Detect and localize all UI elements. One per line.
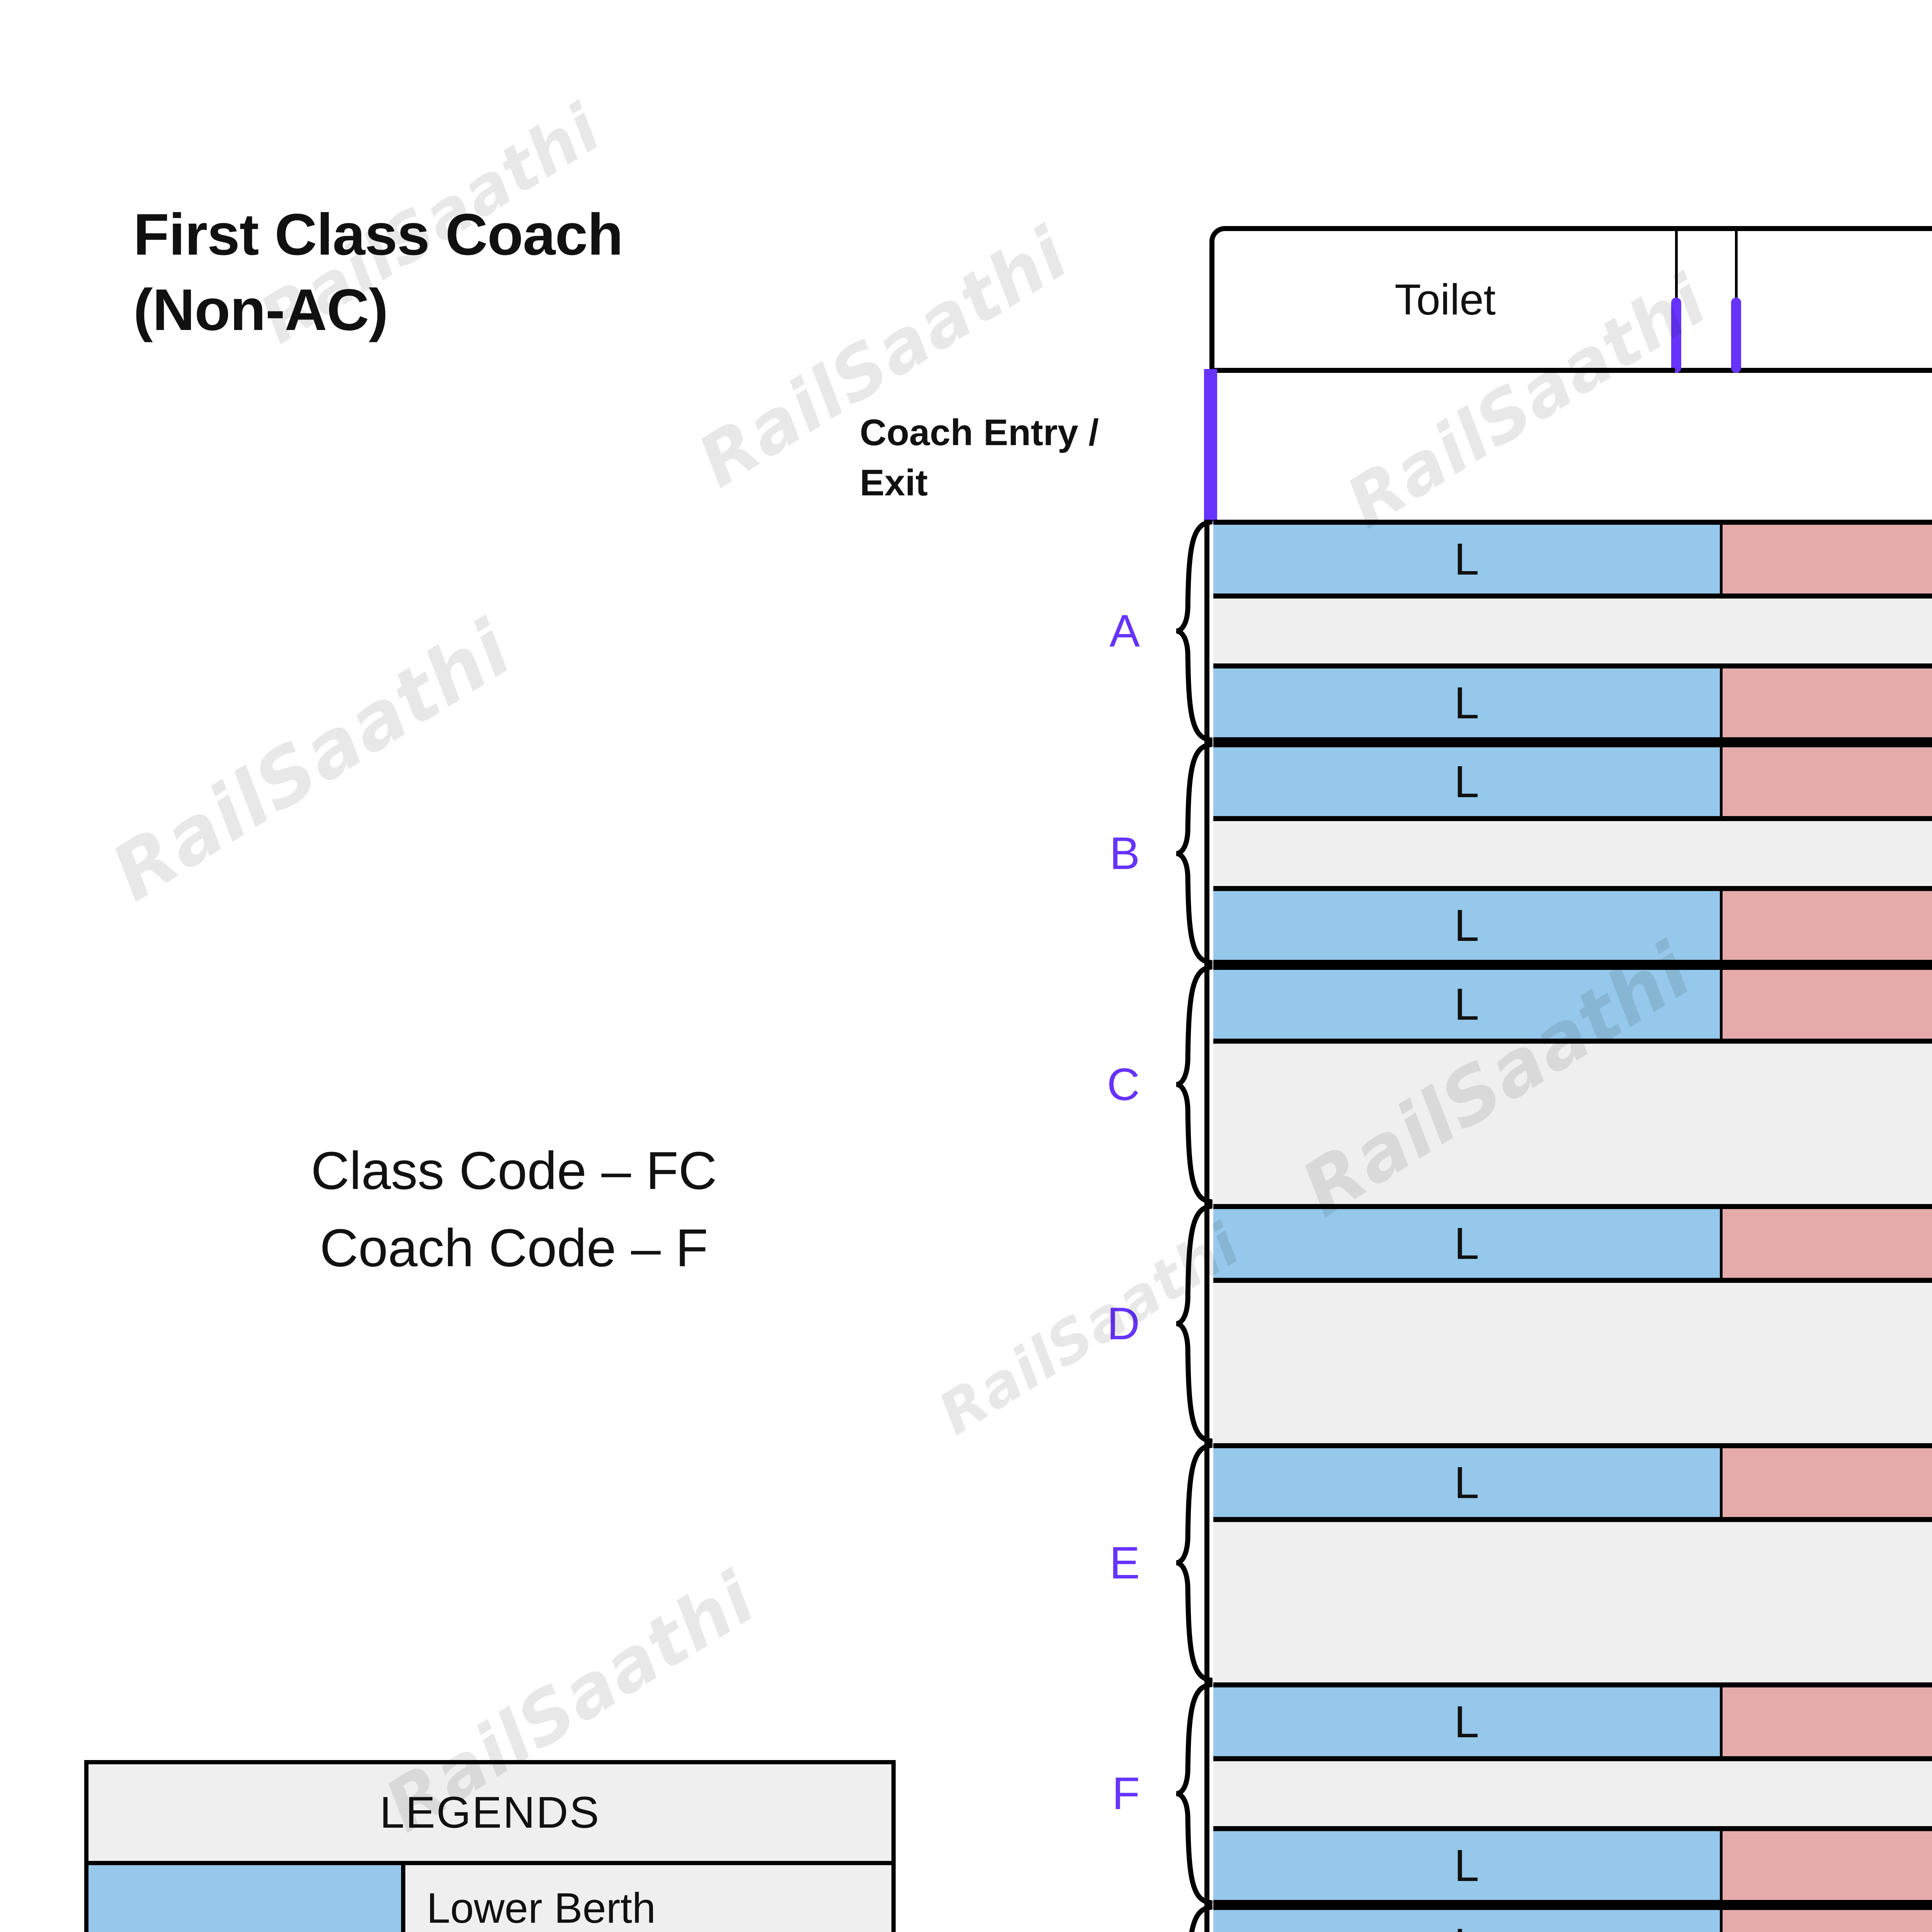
berth-row: LU xyxy=(1213,520,1932,599)
toilet-door-top-left[interactable] xyxy=(1671,298,1681,373)
lower-berth-cell[interactable]: L xyxy=(1213,525,1723,594)
cabin-brace xyxy=(1155,519,1214,743)
cabin-gap xyxy=(1213,1044,1932,1204)
berth-row: LU xyxy=(1213,1826,1932,1905)
berth-row: LU xyxy=(1213,1682,1932,1761)
cabin-gap xyxy=(1213,821,1932,886)
cabin-label-E: E xyxy=(1109,1537,1140,1588)
upper-berth-cell[interactable]: U xyxy=(1723,1448,1932,1517)
toilet-partition-top-right xyxy=(1735,230,1738,307)
lower-berth-cell[interactable]: L xyxy=(1213,1448,1723,1517)
upper-berth-cell[interactable]: U xyxy=(1723,1910,1932,1932)
legends-heading: LEGENDS xyxy=(88,1764,891,1865)
toilet-label-top-right: Toilet xyxy=(1739,232,1932,367)
upper-berth-cell[interactable]: U xyxy=(1723,1831,1932,1900)
upper-berth-cell[interactable]: U xyxy=(1723,1209,1932,1278)
lower-berth-cell[interactable]: L xyxy=(1213,1910,1723,1932)
berth-row: LU xyxy=(1213,1443,1932,1522)
lower-berth-cell[interactable]: L xyxy=(1213,668,1723,737)
cabin-label-A: A xyxy=(1109,605,1140,656)
legend-row-lower-berth: Lower Berth xyxy=(88,1865,891,1932)
upper-berth-cell[interactable]: U xyxy=(1723,891,1932,960)
upper-berth-cell[interactable]: U xyxy=(1723,525,1932,594)
cabin-label-C: C xyxy=(1107,1059,1140,1110)
lower-berth-cell[interactable]: L xyxy=(1213,970,1723,1039)
berth-row: LU xyxy=(1213,663,1932,742)
cabin-gap xyxy=(1213,1522,1932,1682)
cabin-gap xyxy=(1213,1283,1932,1443)
lower-berth-cell[interactable]: L xyxy=(1213,1831,1723,1900)
coach-code-text: Coach Code – F xyxy=(320,1218,708,1278)
page-title-line1: First Class Coach xyxy=(133,202,623,267)
page-title-line2: (Non-AC) xyxy=(133,277,388,343)
lower-berth-swatch xyxy=(88,1865,405,1932)
cabin-brace xyxy=(1155,964,1214,1204)
toilet-partition-top-left xyxy=(1675,230,1678,307)
coach-entry-exit-label-top-left: Coach Entry / Exit xyxy=(860,412,1099,503)
cabin-label-D: D xyxy=(1107,1298,1140,1349)
cabin-brace xyxy=(1155,1682,1214,1905)
cabin-gap xyxy=(1213,599,1932,663)
upper-berth-cell[interactable]: U xyxy=(1723,668,1932,737)
top-vestibule-top-edge-left xyxy=(1209,368,1675,373)
legends-box: LEGENDS Lower Berth Upper Berth Door xyxy=(84,1760,896,1932)
berth-row: LU xyxy=(1213,965,1932,1044)
cabin-brace xyxy=(1155,1905,1214,1932)
class-code-text: Class Code – FC xyxy=(311,1141,717,1201)
legend-label: Lower Berth xyxy=(427,1884,656,1932)
cabin-gap xyxy=(1213,1761,1932,1826)
lower-berth-cell[interactable]: L xyxy=(1213,1209,1723,1278)
berth-row: LU xyxy=(1213,742,1932,821)
top-vestibule xyxy=(1209,373,1932,520)
lower-berth-cell[interactable]: L xyxy=(1213,1687,1723,1756)
lower-berth-cell[interactable]: L xyxy=(1213,747,1723,816)
cabin-brace xyxy=(1155,1204,1214,1444)
upper-berth-cell[interactable]: U xyxy=(1723,970,1932,1039)
lower-berth-cell[interactable]: L xyxy=(1213,891,1723,960)
cabin-label-B: B xyxy=(1109,828,1140,879)
page-title: First Class Coach (Non-AC) xyxy=(133,197,983,347)
berth-row: LU xyxy=(1213,1204,1932,1283)
berth-row: LU xyxy=(1213,1905,1932,1932)
top-vestibule-top-edge-right xyxy=(1924,368,1932,373)
cabin-brace xyxy=(1155,1443,1214,1683)
toilet-door-top-right[interactable] xyxy=(1731,298,1741,373)
toilet-label-top-left: Toilet xyxy=(1221,232,1669,367)
coach-wall-left xyxy=(1204,520,1209,1932)
cabin-brace xyxy=(1155,742,1214,965)
code-block: Class Code – FC Coach Code – F xyxy=(128,1132,900,1287)
coach-door-top-left[interactable] xyxy=(1204,369,1217,522)
cabin-label-F: F xyxy=(1112,1768,1140,1819)
upper-berth-cell[interactable]: U xyxy=(1723,1687,1932,1756)
berth-row: LU xyxy=(1213,886,1932,965)
upper-berth-cell[interactable]: U xyxy=(1723,747,1932,816)
